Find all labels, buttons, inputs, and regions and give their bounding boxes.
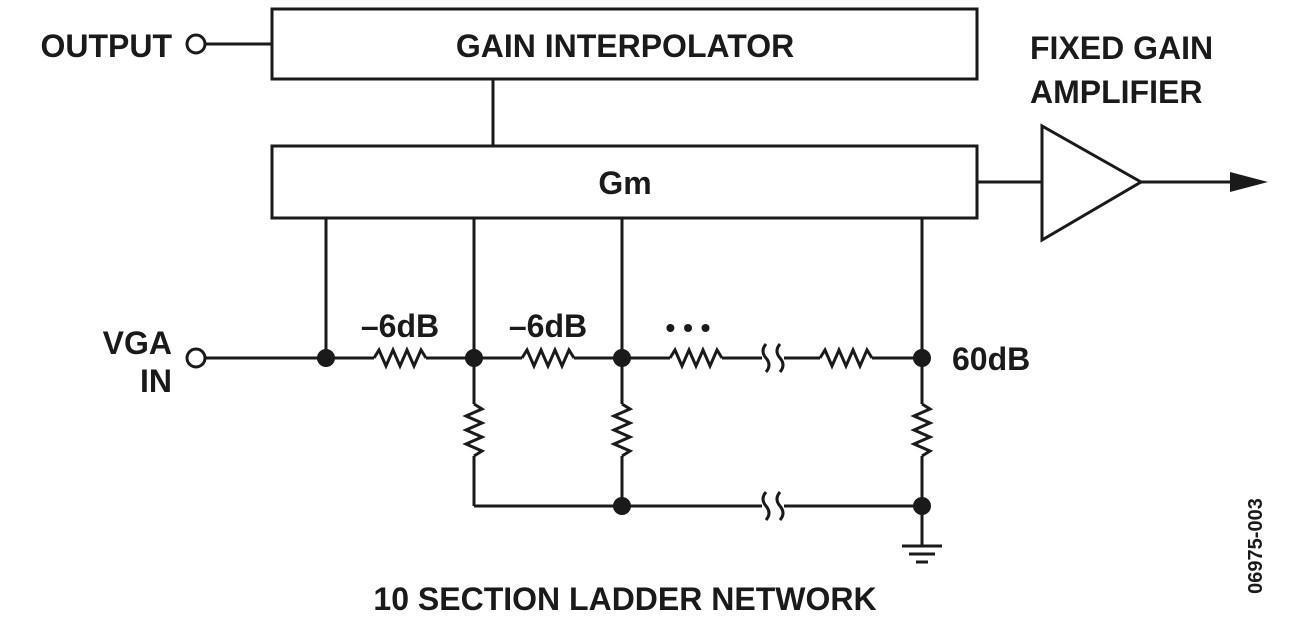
node-bottom-1: [613, 497, 631, 515]
series-resistor-1: [372, 346, 428, 370]
fixed-gain-label-line1: FIXED GAIN: [1030, 30, 1213, 66]
series-resistor-2: [520, 346, 576, 370]
shunt-resistor-3: [910, 402, 934, 458]
ladder-break-bottom: [761, 491, 785, 521]
figure-id: 06975-003: [1245, 498, 1267, 594]
output-terminal: [185, 33, 207, 55]
gain-interpolator-block: [270, 7, 979, 81]
attenuation-label-1: –6dB: [361, 308, 439, 344]
attenuation-label-2: –6dB: [509, 308, 587, 344]
shunt-resistor-1: [462, 402, 486, 458]
gain-interpolator-label: GAIN INTERPOLATOR: [456, 28, 794, 64]
series-resistor-4: [818, 346, 874, 370]
ground-icon: [902, 506, 942, 564]
vga-in-label-line2: IN: [140, 363, 172, 399]
shunt-resistor-2: [610, 402, 634, 458]
vga-in-label-line1: VGA: [103, 325, 172, 361]
fixed-gain-amplifier-triangle: [1040, 123, 1145, 243]
gm-label: Gm: [598, 165, 651, 201]
max-attenuation-label: 60dB: [952, 341, 1030, 377]
fixed-gain-label-line2: AMPLIFIER: [1030, 74, 1202, 110]
node-1: [317, 349, 335, 367]
vga-in-terminal: [185, 347, 207, 369]
output-label: OUTPUT: [40, 28, 172, 64]
ladder-caption: 10 SECTION LADDER NETWORK: [373, 581, 876, 617]
ellipsis-label: • • •: [666, 312, 711, 343]
output-arrow: [1230, 172, 1268, 192]
series-resistor-3: [668, 346, 724, 370]
ladder-break-top: [761, 343, 785, 373]
